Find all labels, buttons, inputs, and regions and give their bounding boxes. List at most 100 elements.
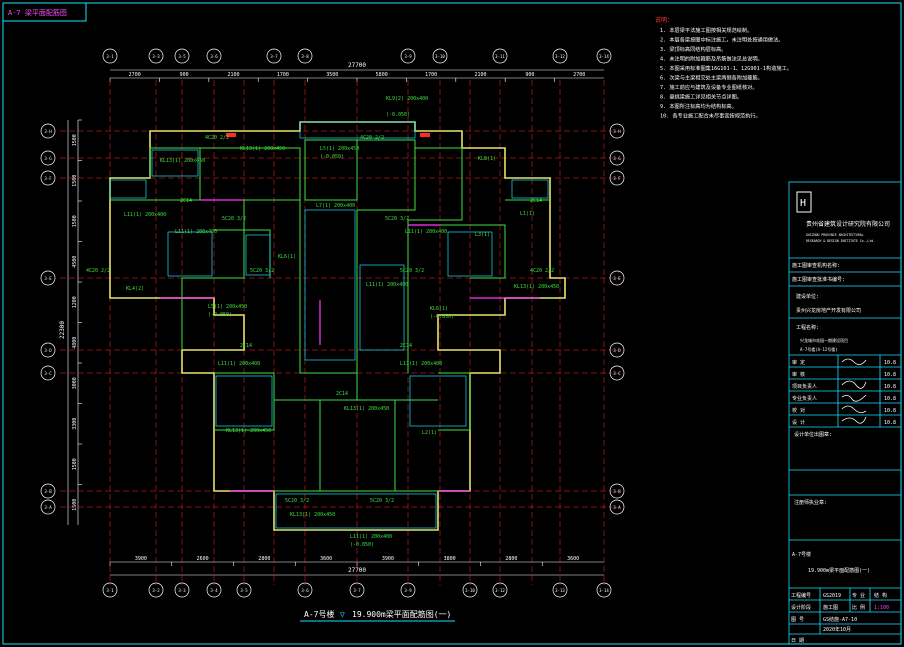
beam-label-l11-a: L11(1) 200x400 <box>124 212 166 218</box>
date: 2020年10月 <box>823 626 851 633</box>
client-name: 贵州兴龙房地产开发有限公司 <box>796 307 861 314</box>
role-label: 项目负责人 <box>792 383 817 390</box>
top-axis-bubble <box>492 48 508 64</box>
top-axis-label: 3-3 <box>152 54 160 59</box>
beam-label-l7: L7(1) 200x400 <box>316 203 355 209</box>
left-dimension-value: 1500 <box>72 458 78 470</box>
role-date: 10.8 <box>884 384 896 390</box>
left-axis-bubble <box>40 123 56 139</box>
top-axis-label: 3-9 <box>404 54 412 59</box>
role-label: 审 核 <box>792 371 805 378</box>
title-block <box>788 181 902 645</box>
note-line: 4. 未注明的附加箍筋及吊筋做法见总说明。 <box>660 55 763 63</box>
company-logo-icon <box>796 191 812 213</box>
beam-label-l2: L2(1) <box>422 430 437 436</box>
dwg-no: GS结施-A7-10 <box>823 616 857 623</box>
note-line: 6. 次梁与主梁相交处主梁两侧各附加箍筋。 <box>660 74 763 82</box>
reinf-label-8: 5C20 3/2 <box>400 268 424 274</box>
role-date: 10.8 <box>884 408 896 414</box>
top-dimension-value: 2700 <box>573 72 585 78</box>
note-line: 8. 悬挑梁施工详见相关节点详图。 <box>660 93 742 101</box>
level-note-4: (-0.050) <box>430 314 454 320</box>
top-axis-bubble <box>206 48 222 64</box>
right-axis-label: 3-H <box>613 129 621 134</box>
top-axis-bubble <box>400 48 416 64</box>
right-axis-label: 3-C <box>613 371 621 376</box>
reinf-label-12: 2C14 <box>400 343 412 349</box>
left-dimension-value: 1500 <box>72 134 78 146</box>
top-dimension-value: 2100 <box>474 72 486 78</box>
right-axis-bubble <box>609 365 625 381</box>
beam-label-l3: L3(1) <box>475 232 490 238</box>
reinf-label-1: 4C20 2/2 <box>205 135 229 141</box>
bottom-dimension-value: 3600 <box>567 556 579 562</box>
right-axis-label: 3-F <box>613 176 621 181</box>
top-axis-bubble <box>266 48 282 64</box>
beam-label-kl13-a: KL13(1) 200x450 <box>160 158 205 164</box>
left-axis-label: 3-H <box>44 129 52 134</box>
top-axis-label: 3-5 <box>178 54 186 59</box>
bottom-axis-bubble <box>596 582 612 598</box>
top-dimension-value: 1700 <box>277 72 289 78</box>
top-axis-bubble <box>148 48 164 64</box>
top-axis-label: 3-1 <box>106 54 114 59</box>
dim-top-total: 27700 <box>348 62 366 69</box>
bottom-dimension-value: 2600 <box>197 556 209 562</box>
corner-tag-box <box>2 2 87 22</box>
reinf-label-5: 5C20 3/2 <box>222 216 246 222</box>
bottom-axis-label: 3-10 <box>465 588 475 593</box>
beam-label-l11-e: L11(1) 200x400 <box>218 361 260 367</box>
beam-label-l11-b: L11(1) 200x400 <box>175 229 217 235</box>
bottom-axis-bubble <box>206 582 222 598</box>
reinf-label-11: 2C14 <box>240 343 252 349</box>
scale: 1:100 <box>874 605 889 611</box>
top-dimension-value: 5800 <box>376 72 388 78</box>
project-no: GS2019 <box>823 593 841 599</box>
bottom-axis-bubble <box>552 582 568 598</box>
reinf-label-7: 5C20 3/2 <box>250 268 274 274</box>
date-label: 日 期 <box>791 638 804 644</box>
beam-label-kl8: KL8(1) <box>478 156 496 162</box>
left-dimension-value: 1200 <box>72 296 78 308</box>
beam-label-l11-f: L11(1) 200x400 <box>400 361 442 367</box>
bottom-axis-bubble <box>462 582 478 598</box>
left-dimension-value: 3000 <box>72 377 78 389</box>
beam-label-kl9: KL9(2) 200x400 <box>386 96 428 102</box>
beam-label-kl13-c: KL13(1) 200x450 <box>514 284 559 290</box>
right-axis-bubble <box>609 342 625 358</box>
top-axis-bubble <box>297 48 313 64</box>
project-name: 兴龙城市花园一期建设项目 <box>800 337 848 343</box>
left-axis-bubble <box>40 483 56 499</box>
bottom-axis-label: 3-13 <box>555 588 565 593</box>
design-stamp-label: 设计单位出图章: <box>794 431 832 438</box>
wall-cyan <box>109 121 549 529</box>
dwg-no-label: 图 号 <box>791 617 804 623</box>
reg-stamp-label: 注册师执业章: <box>794 499 827 506</box>
bottom-axis-bubble <box>400 582 416 598</box>
beam-label-l5-b: L5(1) 200x450 <box>208 304 247 310</box>
role-label: 设 计 <box>792 419 805 426</box>
level-note-1: (-0.050) <box>386 112 410 118</box>
company-en-1: GUIZHOU PROVINCE ARCHITECTURAL <box>806 233 864 237</box>
bottom-dimension-value: 3800 <box>444 556 456 562</box>
left-axis-label: 3-D <box>44 348 52 353</box>
right-axis-bubble <box>609 483 625 499</box>
beam-label-kl4-a: KL4(2) <box>126 286 144 292</box>
beam-label-kl13-e: KL13(1) 200x450 <box>226 428 271 434</box>
left-axis-bubble <box>40 270 56 286</box>
drawing-title-prefix: A-7号楼 <box>304 609 334 619</box>
discipline: 结 构 <box>874 592 887 599</box>
top-axis-label: 3-11 <box>495 54 505 59</box>
wall-outline <box>109 121 566 531</box>
left-axis-bubble <box>40 499 56 515</box>
general-notes: 说明： 1. 本层梁平法施工图按相关规范绘制。2. 本层各梁按图中标注施工，未注… <box>655 16 792 120</box>
left-axis-label: 3-F <box>44 176 52 181</box>
beam-label-l1: L1(1) <box>520 211 535 217</box>
left-axis-label: 3-E <box>44 276 52 281</box>
reinf-label-15: 5C20 3/2 <box>370 498 394 504</box>
phase-label: 设计阶段 <box>791 604 811 611</box>
top-axis-bubble <box>596 48 612 64</box>
left-dimension-value: 3300 <box>72 418 78 430</box>
bottom-axis-bubble <box>102 582 118 598</box>
top-dimension-value: 2100 <box>227 72 239 78</box>
